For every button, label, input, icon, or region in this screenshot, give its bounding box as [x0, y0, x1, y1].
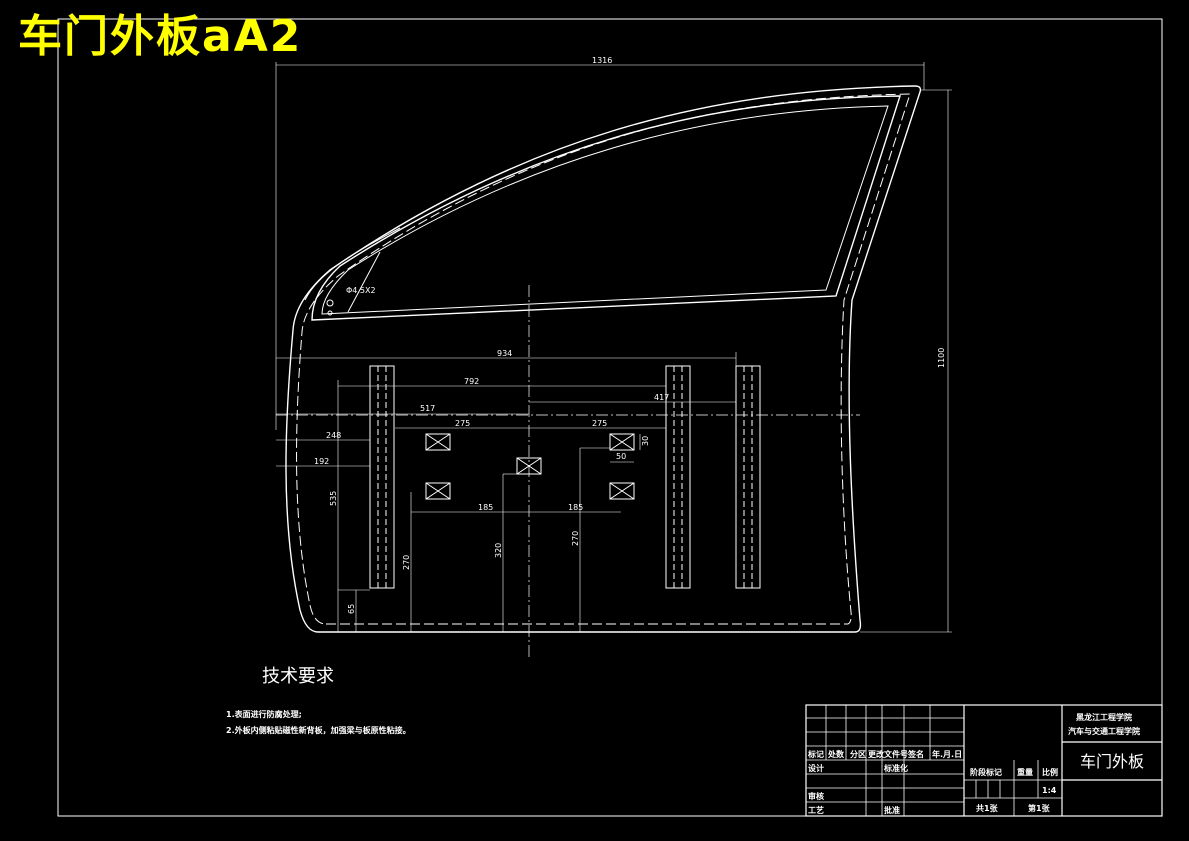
- tb-part-name: 车门外板: [1080, 752, 1144, 771]
- dim-535: 535: [329, 491, 338, 506]
- tb-header-mark: 标记: [807, 749, 824, 759]
- dim-185-right: 185: [568, 503, 583, 512]
- tb-weight-label: 重量: [1017, 767, 1033, 777]
- dim-320: 320: [494, 543, 503, 558]
- tb-school-2: 汽车与交通工程学院: [1068, 726, 1140, 736]
- center-lines: [276, 285, 860, 660]
- tb-approve: 批准: [884, 805, 900, 815]
- door-outline: [285, 85, 922, 633]
- tb-header-count: 处数: [827, 749, 845, 759]
- tb-header-date: 年.月.日: [932, 749, 962, 759]
- dim-275-right: 275: [592, 419, 607, 428]
- tb-sheet-no: 第1张: [1028, 803, 1051, 813]
- tb-school-1: 黑龙江工程学院: [1076, 712, 1132, 722]
- tb-process: 工艺: [808, 805, 824, 815]
- magnet-patches: [425, 433, 635, 500]
- dim-65: 65: [347, 604, 356, 614]
- dim-overall-height: 1100: [937, 348, 946, 368]
- tb-sheets-total: 共1张: [976, 803, 999, 813]
- tb-stage-label: 阶段标记: [970, 767, 1002, 777]
- sheet-border: [57, 18, 1163, 817]
- dim-50: 50: [616, 452, 626, 461]
- dim-270-right: 270: [571, 531, 580, 546]
- dimension-lines: [275, 62, 952, 633]
- tech-heading: 技术要求: [262, 666, 334, 687]
- dim-overall-width: 1316: [592, 56, 612, 65]
- tb-header-doc: 更改文件号: [868, 749, 908, 759]
- dim-417: 417: [654, 393, 669, 402]
- dim-792: 792: [464, 377, 479, 386]
- dim-934: 934: [497, 349, 512, 358]
- tb-scale-label: 比例: [1042, 767, 1058, 777]
- reinforcement-bars: [369, 365, 761, 589]
- tech-note-1: 1.表面进行防腐处理;: [226, 709, 302, 719]
- dim-192: 192: [314, 457, 329, 466]
- dim-517: 517: [420, 404, 435, 413]
- tb-check: 审核: [808, 791, 824, 801]
- tb-header-zone: 分区: [850, 749, 866, 759]
- dim-270-left: 270: [402, 555, 411, 570]
- dim-185-left: 185: [478, 503, 493, 512]
- tb-design: 设计: [808, 763, 824, 773]
- tech-note-2: 2.外板内侧粘贴磁性新背板，加强梁与板原性粘接。: [226, 725, 411, 735]
- dim-hole: Φ4.5X2: [346, 286, 376, 295]
- tb-scale: 1:4: [1042, 786, 1057, 795]
- tb-header-sign: 签名: [907, 749, 924, 759]
- dim-248: 248: [326, 431, 341, 440]
- dim-30: 30: [641, 436, 650, 446]
- drawing-title-overlay: 车门外板aA2: [18, 11, 303, 62]
- title-block: [805, 704, 1163, 817]
- dim-275-left: 275: [455, 419, 470, 428]
- tb-standard: 标准化: [883, 763, 908, 773]
